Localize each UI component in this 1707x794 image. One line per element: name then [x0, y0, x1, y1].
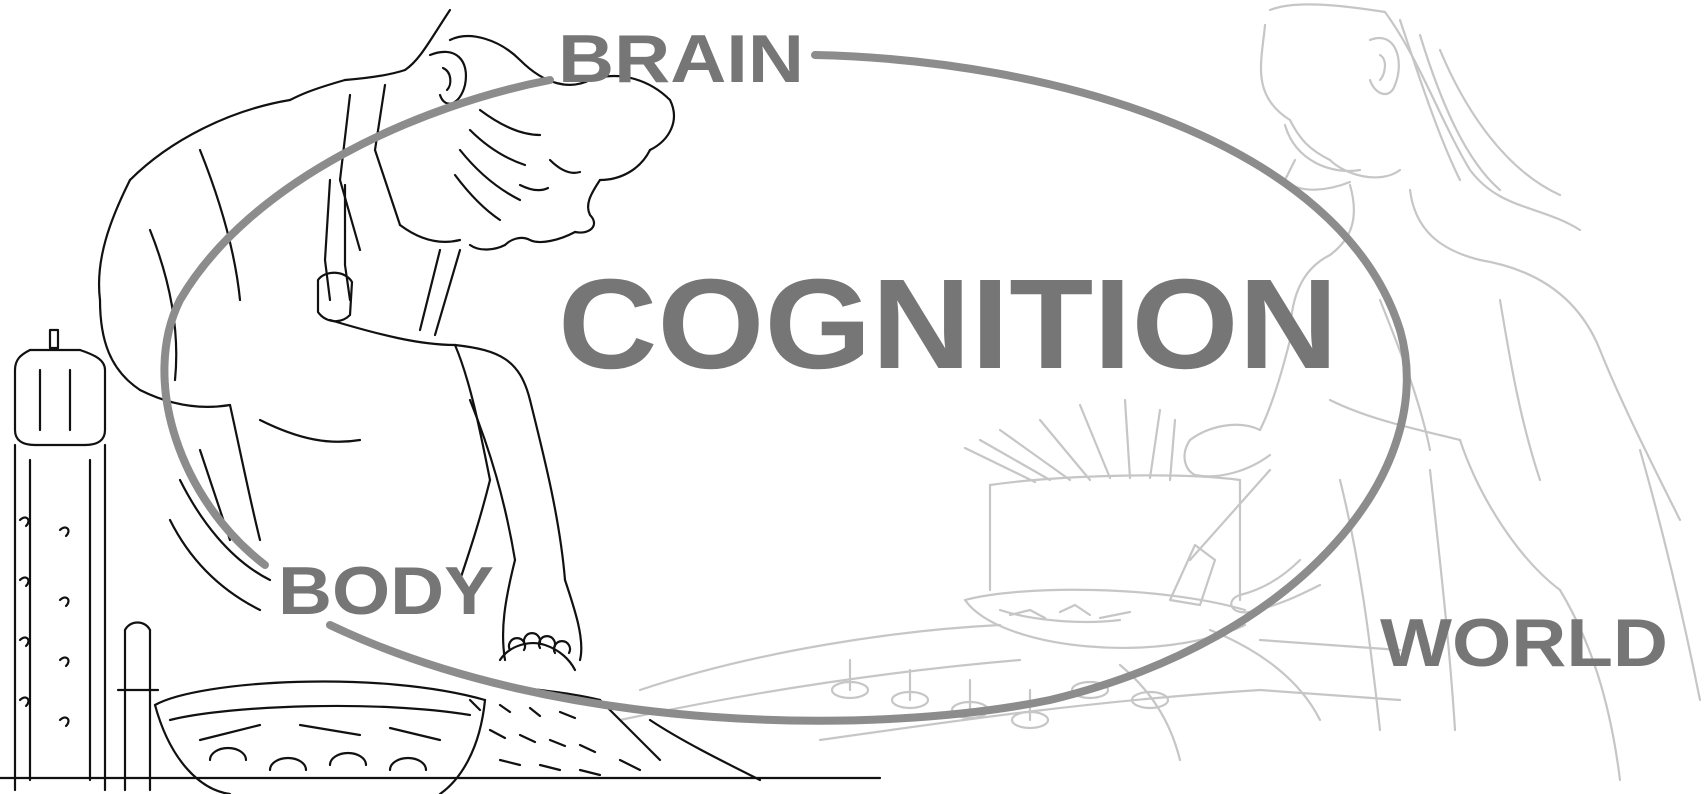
stove-and-pans-drawing	[618, 398, 1402, 762]
brain-label: BRAIN	[558, 21, 804, 97]
loop-arc-top	[326, 51, 1411, 725]
cognition-label: COGNITION	[558, 253, 1338, 396]
body-label: BODY	[278, 553, 494, 629]
cognition-loop	[160, 51, 1411, 725]
mixing-bowl-drawing	[153, 680, 487, 794]
pepper-mill-drawing	[13, 328, 160, 792]
man-kneading-drawing	[0, 8, 882, 782]
woman-cooking-drawing	[1168, 3, 1702, 782]
loop-arc-left	[160, 76, 554, 569]
world-label: WORLD	[1380, 605, 1668, 681]
